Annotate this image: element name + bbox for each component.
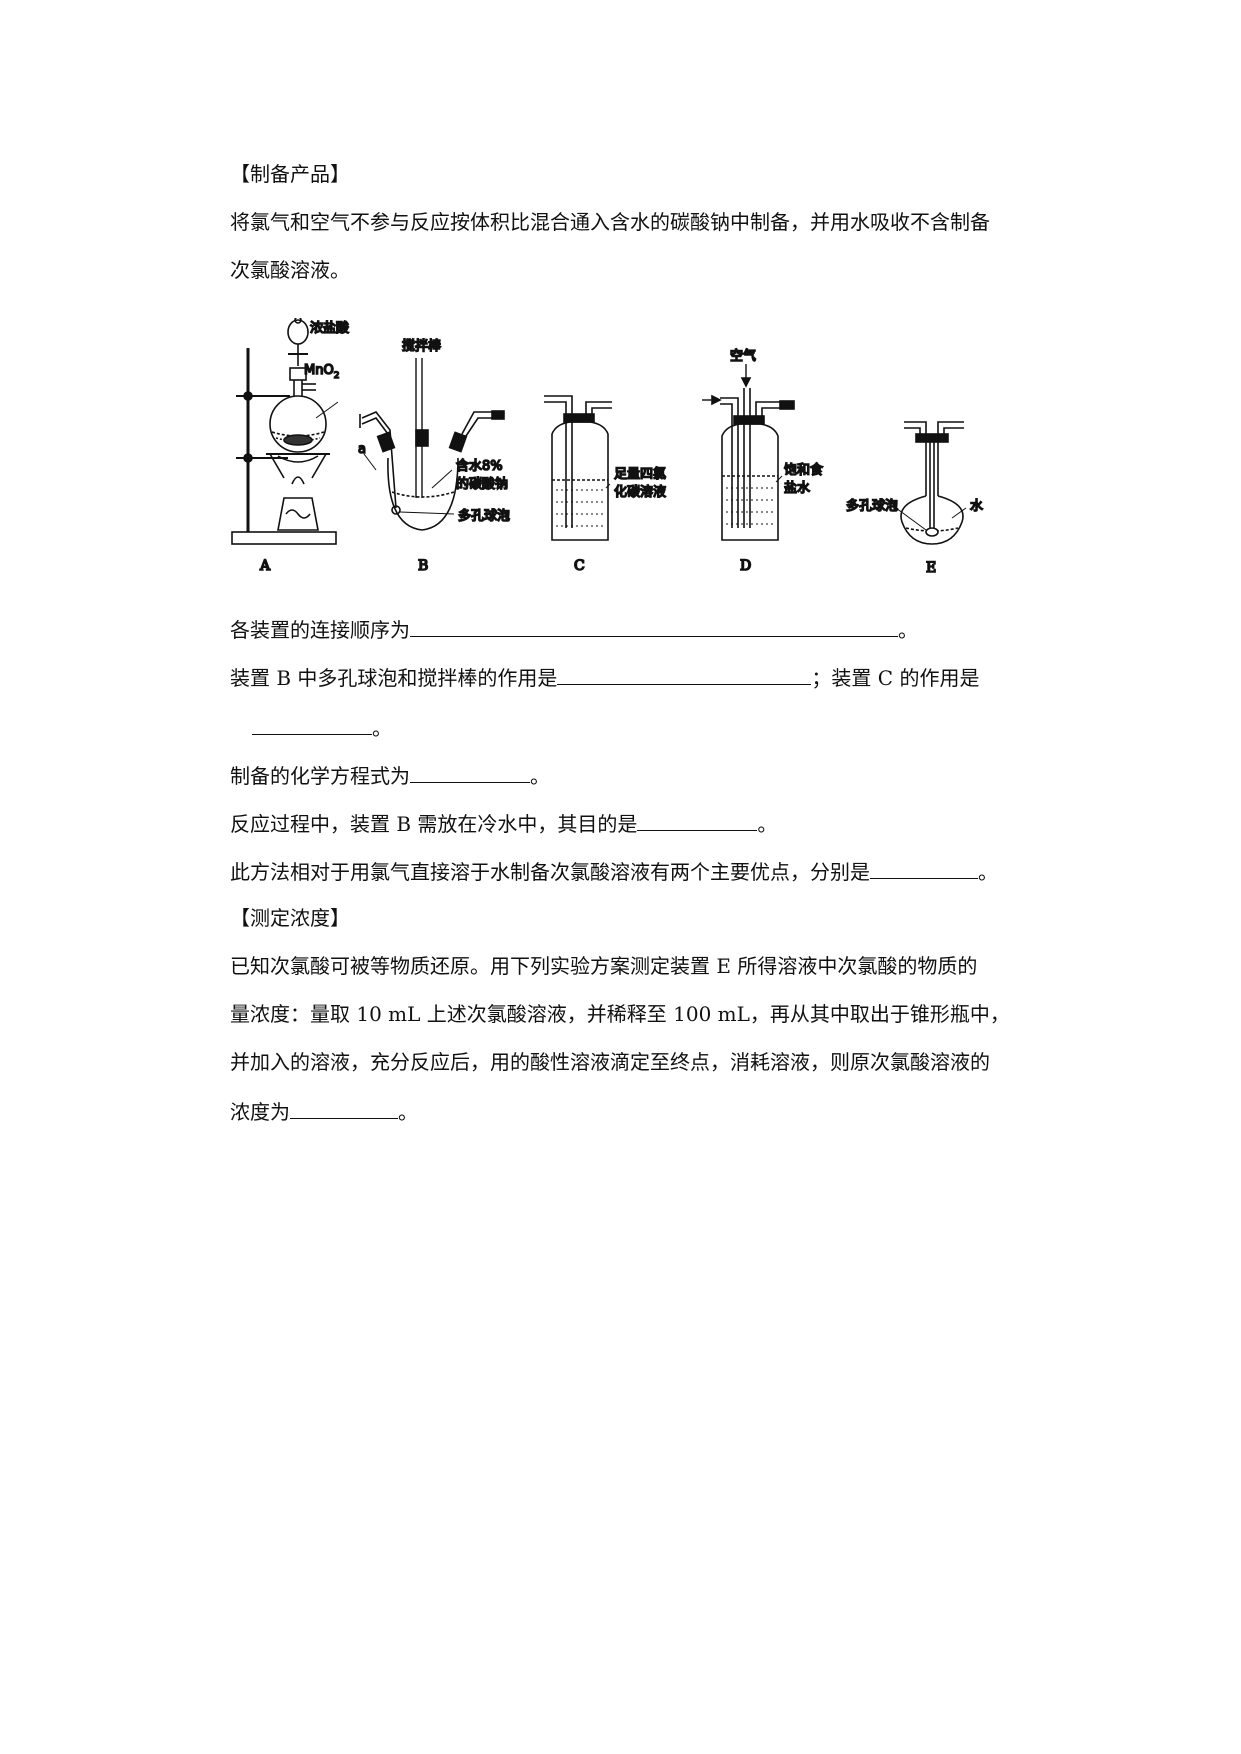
label-a: a (358, 442, 366, 457)
question-1-end: 。 (898, 618, 918, 642)
concentration-line-1: 已知次氯酸可被等物质还原。用下列实验方案测定装置 E 所得溶液中次氯酸的物质的 (230, 954, 978, 978)
caption-a: A (259, 558, 271, 574)
question-2-text: 装置 B 中多孔球泡和搅拌棒的作用是 (230, 666, 558, 690)
label-b-text2: 的碳酸钠 (456, 476, 508, 492)
label-d-text1: 饱和食 (784, 462, 823, 478)
label-d-air: 空气 (730, 348, 756, 364)
label-e-water: 水 (970, 499, 983, 514)
question-5-end: 。 (978, 860, 998, 884)
label-c-text1: 足量四氯 (614, 467, 666, 482)
question-2-end: 。 (372, 716, 392, 740)
question-3-end: 。 (530, 764, 550, 788)
concentration-line-2: 量浓度：量取 10 mL 上述次氯酸溶液，并稀释至 100 mL，再从其中取出于… (230, 1002, 1010, 1026)
apparatus-c (544, 395, 612, 541)
concentration-line-4: 浓度为 。 (230, 1096, 418, 1126)
answer-blank-6[interactable] (290, 1096, 398, 1119)
intro-line-1: 将氯气和空气不参与反应按体积比混合通入含水的碳酸钠中制备，并用水吸收不含制备 (230, 210, 990, 234)
answer-blank-2a[interactable] (557, 662, 812, 685)
concentration-line-3: 并加入的溶液，充分反应后，用的酸性溶液滴定至终点，消耗溶液，则原次氯酸溶液的 (230, 1050, 990, 1074)
answer-blank-2b[interactable] (252, 712, 372, 735)
question-2-cont: 。 (252, 712, 392, 742)
concentration-line-4-text: 浓度为 (230, 1100, 290, 1124)
label-d-text2: 盐水 (784, 481, 810, 496)
caption-e: E (926, 560, 936, 576)
caption-c: C (574, 558, 585, 574)
answer-blank-5[interactable] (870, 856, 978, 879)
question-1: 各装置的连接顺序为 。 (230, 614, 918, 644)
question-3-text: 制备的化学方程式为 (230, 764, 410, 788)
caption-b: B (418, 558, 428, 574)
concentration-line-4-end: 。 (398, 1100, 418, 1124)
apparatus-figure: MnO2 浓盐酸 A 搅拌棒 a 含水8% 的碳酸钠 多孔球泡 B (226, 318, 1116, 580)
label-c-text2: 化碳溶液 (614, 485, 666, 500)
label-b-text1: 含水8% (456, 458, 503, 474)
answer-blank-3[interactable] (410, 760, 530, 783)
question-4-text: 反应过程中，装置 B 需放在冷水中，其目的是 (230, 812, 638, 836)
label-mno2: MnO2 (304, 363, 339, 381)
label-e-bubble: 多孔球泡 (846, 498, 898, 514)
label-conc-hcl: 浓盐酸 (310, 321, 349, 336)
question-4-end: 。 (757, 812, 778, 836)
question-1-text: 各装置的连接顺序为 (230, 618, 410, 642)
label-stir-rod: 搅拌棒 (402, 338, 441, 354)
question-5-text: 此方法相对于用氯气直接溶于水制备次氯酸溶液有两个主要优点，分别是 (230, 860, 870, 884)
apparatus-a (231, 318, 339, 545)
answer-blank-1[interactable] (410, 614, 898, 637)
intro-line-2: 次氯酸溶液。 (230, 258, 350, 282)
question-4: 反应过程中，装置 B 需放在冷水中，其目的是 。 (230, 808, 777, 838)
apparatus-b (359, 358, 505, 531)
section-title-concentration: 【测定浓度】 (230, 906, 350, 930)
apparatus-e (895, 421, 967, 545)
question-3: 制备的化学方程式为 。 (230, 760, 550, 790)
apparatus-d (702, 364, 795, 541)
question-2-mid: ；装置 C 的作用是 (811, 666, 980, 690)
section-title-preparation: 【制备产品】 (230, 162, 350, 186)
answer-blank-4[interactable] (637, 808, 758, 831)
caption-d: D (740, 558, 751, 574)
question-2: 装置 B 中多孔球泡和搅拌棒的作用是 ；装置 C 的作用是 (230, 662, 979, 692)
question-5: 此方法相对于用氯气直接溶于水制备次氯酸溶液有两个主要优点，分别是 。 (230, 856, 998, 886)
label-b-bubble: 多孔球泡 (458, 508, 510, 524)
